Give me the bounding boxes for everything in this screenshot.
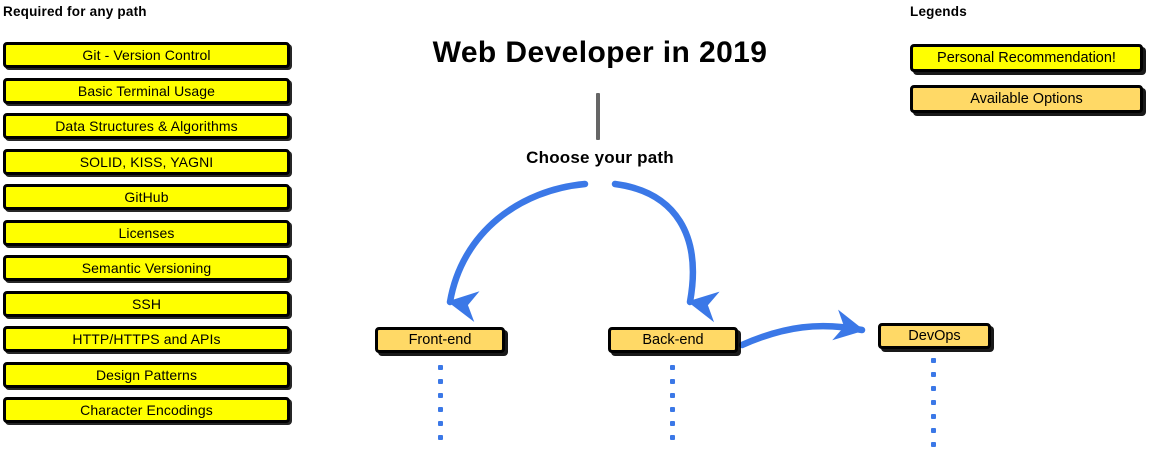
required-topic-item[interactable]: SSH — [3, 290, 290, 317]
required-topic-item[interactable]: Character Encodings — [3, 397, 290, 423]
trail-dot — [438, 421, 443, 426]
trail-dot — [670, 379, 675, 384]
legend-item-available-options: Available Options — [910, 85, 1143, 113]
required-topic-item[interactable]: SOLID, KISS, YAGNI — [3, 148, 290, 175]
diagram-title: Web Developer in 2019 — [432, 36, 768, 69]
required-topic-item[interactable]: Semantic Versioning — [3, 255, 290, 281]
trail-dot — [931, 400, 936, 405]
legend-item-personal-recommendation: Personal Recommendation! — [910, 44, 1143, 72]
required-topic-label: Design Patterns — [95, 366, 198, 383]
title-stem-line — [596, 93, 600, 140]
legend-item-label: Personal Recommendation! — [937, 49, 1116, 66]
trail-dot — [438, 435, 443, 440]
trail-dot — [670, 365, 675, 370]
required-section-heading: Required for any path — [3, 4, 147, 19]
path-box-label: Back-end — [642, 331, 704, 348]
required-topic-label: HTTP/HTTPS and APIs — [72, 331, 221, 347]
required-topic-label: Character Encodings — [80, 402, 213, 418]
trail-dot — [931, 442, 936, 447]
trail-dot — [931, 414, 936, 419]
path-box-back-end[interactable]: Back-end — [608, 327, 738, 353]
required-topic-item[interactable]: GitHub — [3, 184, 290, 210]
path-box-label: DevOps — [908, 327, 961, 344]
required-topic-label: Data Structures & Algorithms — [55, 118, 238, 134]
required-topic-label: SOLID, KISS, YAGNI — [79, 153, 214, 170]
required-topic-item[interactable]: Data Structures & Algorithms — [3, 113, 290, 139]
required-topics-list: Git - Version Control Basic Terminal Usa… — [3, 42, 290, 433]
legend-item-label: Available Options — [970, 90, 1083, 107]
choose-path-label: Choose your path — [526, 148, 674, 167]
dotted-trail-devops — [931, 358, 936, 456]
required-topic-label: Semantic Versioning — [81, 260, 212, 276]
arrow-to-backend — [611, 180, 720, 323]
required-topic-label: SSH — [131, 295, 162, 312]
required-topic-item[interactable]: Git - Version Control — [3, 42, 290, 68]
path-box-devops[interactable]: DevOps — [878, 323, 991, 349]
trail-dot — [931, 372, 936, 377]
trail-dot — [670, 435, 675, 440]
required-topic-label: Git - Version Control — [82, 47, 211, 63]
required-topic-item[interactable]: HTTP/HTTPS and APIs — [3, 326, 290, 352]
trail-dot — [931, 428, 936, 433]
trail-dot — [438, 379, 443, 384]
trail-dot — [670, 393, 675, 398]
dotted-trail-front-end — [438, 365, 443, 449]
required-topic-item[interactable]: Design Patterns — [3, 361, 290, 388]
required-topic-label: GitHub — [124, 189, 169, 205]
required-topic-label: Basic Terminal Usage — [77, 82, 216, 99]
trail-dot — [670, 407, 675, 412]
trail-dot — [931, 358, 936, 363]
required-topic-item[interactable]: Basic Terminal Usage — [3, 77, 290, 104]
arrow-to-frontend — [446, 180, 589, 323]
dotted-trail-back-end — [670, 365, 675, 449]
path-box-label: Front-end — [408, 331, 472, 348]
required-topic-label: Licenses — [118, 224, 175, 241]
trail-dot — [438, 407, 443, 412]
legend-section-heading: Legends — [910, 4, 967, 19]
path-box-front-end[interactable]: Front-end — [375, 327, 505, 353]
arrow-backend-to-devops — [738, 309, 866, 349]
trail-dot — [931, 386, 936, 391]
trail-dot — [438, 365, 443, 370]
trail-dot — [438, 393, 443, 398]
required-topic-item[interactable]: Licenses — [3, 219, 290, 246]
trail-dot — [670, 421, 675, 426]
